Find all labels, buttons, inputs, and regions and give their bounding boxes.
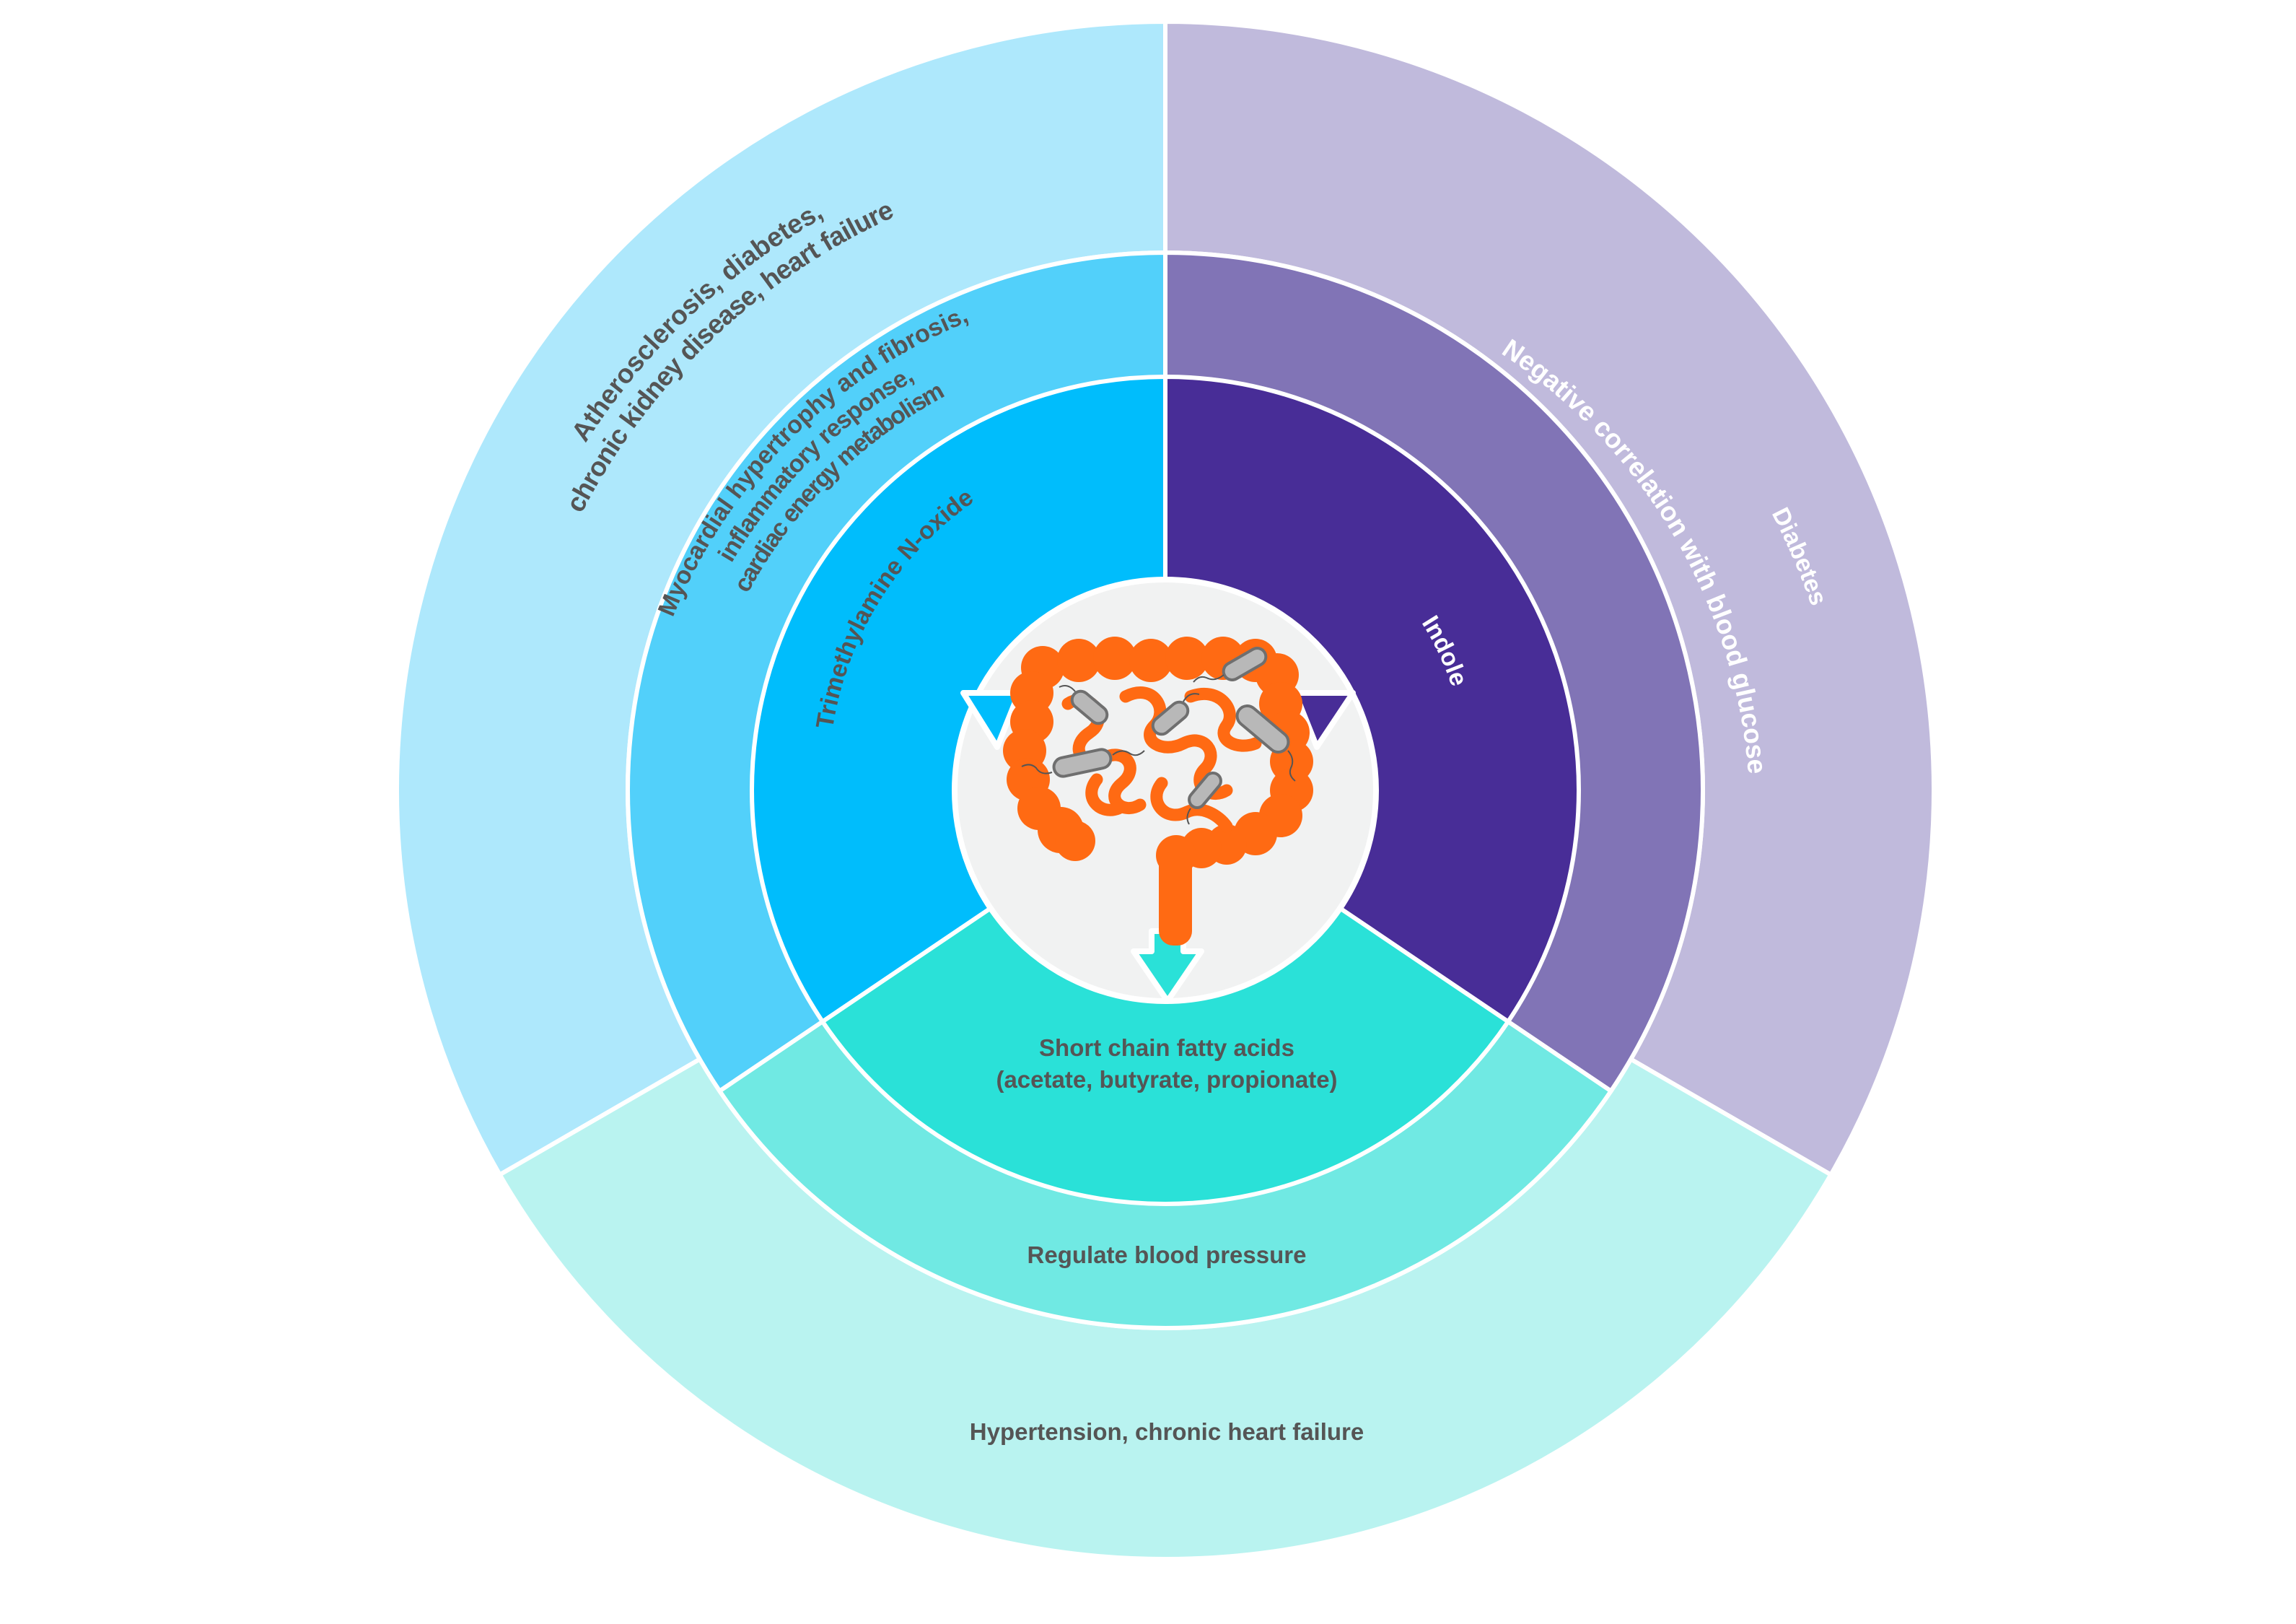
scfa-metabolite-label-line-1: Short chain fatty acids — [1039, 1034, 1294, 1061]
gut-microbiota-icon — [1003, 637, 1313, 946]
scfa-metabolite-label-line-2: (acetate, butyrate, propionate) — [996, 1066, 1337, 1093]
scfa-effect-label: Regulate blood pressure — [1027, 1241, 1307, 1268]
tmao-arrow-icon — [960, 690, 1022, 750]
indole-arrow-icon — [1292, 690, 1356, 750]
bacteria-icon — [1021, 647, 1296, 825]
scfa-disease-label: Hypertension, chronic heart failure — [970, 1418, 1364, 1445]
large-intestine-icon — [1003, 637, 1313, 946]
